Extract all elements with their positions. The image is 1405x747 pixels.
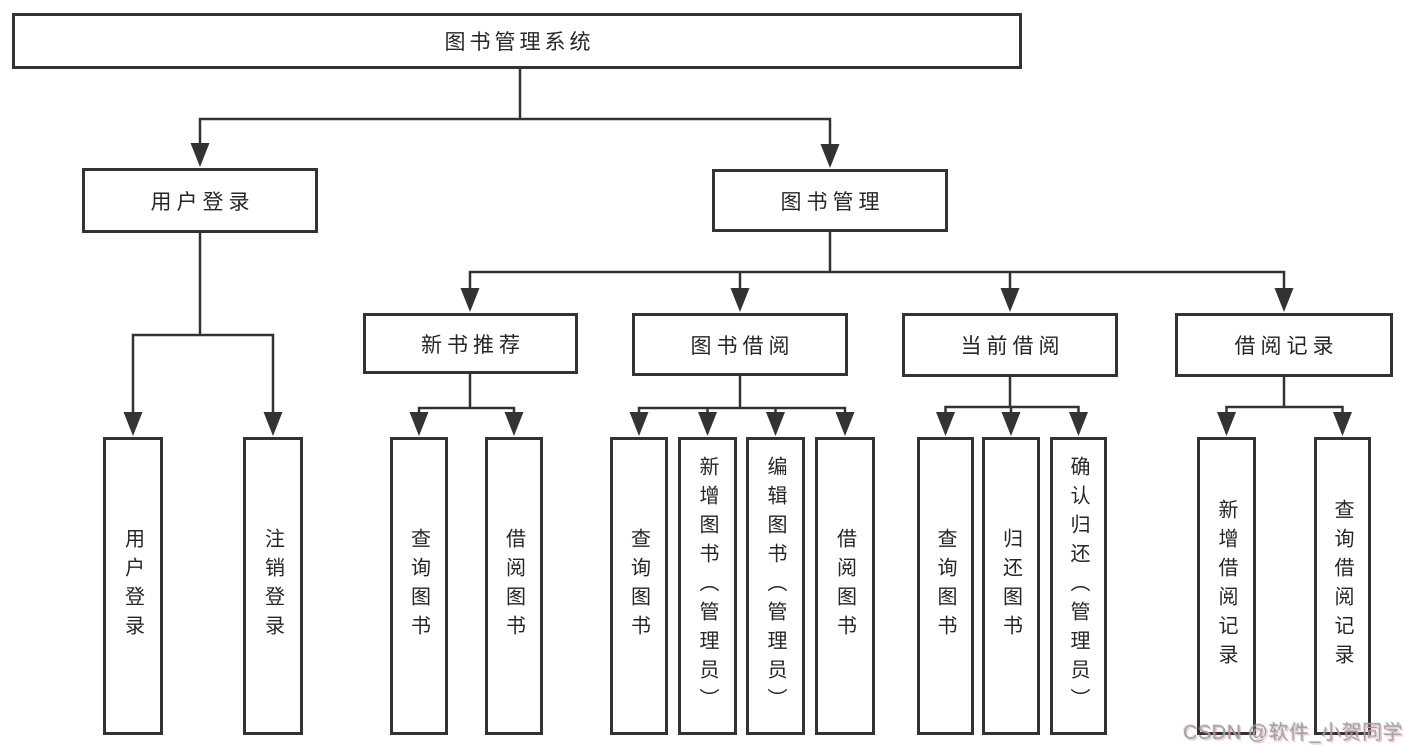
arrowhead [936, 412, 955, 436]
arrowhead [460, 288, 480, 312]
leaf-add-books-admin: 新增图书（管理员） [678, 437, 737, 735]
leaf-borrow-books-recommend-label: 借阅图书 [502, 528, 525, 644]
leaf-query-borrow-record-label: 查询借阅记录 [1331, 499, 1353, 673]
node-book-borrow-label: 图书借阅 [690, 334, 795, 358]
node-book-management: 图书管理 [712, 169, 948, 232]
node-current-borrow-label: 当前借阅 [960, 335, 1065, 358]
arrowhead [1069, 412, 1088, 436]
leaf-edit-books-admin: 编辑图书（管理员） [746, 437, 805, 735]
node-book-borrow: 图书借阅 [632, 313, 848, 376]
leaf-confirm-return-admin: 确认归还（管理员） [1050, 437, 1107, 735]
arrowhead [190, 143, 210, 167]
leaf-query-books-recommend-label: 查询图书 [407, 528, 430, 644]
leaf-return-books-label: 归还图书 [999, 528, 1022, 644]
node-new-book-recommend-label: 新书推荐 [421, 333, 525, 357]
arrowhead [629, 412, 649, 436]
node-user-login: 用户登录 [82, 168, 318, 233]
leaf-add-books-admin-label: 新增图书（管理员） [696, 455, 718, 717]
arrowhead [1000, 288, 1020, 312]
leaf-query-books-current: 查询图书 [917, 437, 974, 735]
arrowhead [1333, 412, 1352, 436]
arrowhead [820, 144, 840, 168]
arrowhead [504, 412, 524, 436]
leaf-logout: 注销登录 [243, 437, 303, 735]
watermark: CSDN @软件_小贺同学 [1183, 722, 1404, 744]
leaf-confirm-return-admin-label: 确认归还（管理员） [1067, 455, 1089, 717]
leaf-user-login: 用户登录 [103, 437, 163, 735]
leaf-query-books-current-label: 查询图书 [934, 528, 956, 644]
arrowhead [766, 412, 785, 436]
leaf-borrow-books-recommend: 借阅图书 [485, 437, 543, 735]
leaf-user-login-label: 用户登录 [121, 528, 144, 644]
arrowhead [123, 412, 143, 436]
leaf-add-borrow-record: 新增借阅记录 [1197, 437, 1256, 735]
node-borrow-records-label: 借阅记录 [1234, 335, 1339, 358]
arrowhead [835, 412, 855, 436]
arrowhead [1274, 288, 1294, 312]
node-borrow-records: 借阅记录 [1175, 313, 1393, 377]
leaf-query-books-borrow-label: 查询图书 [627, 528, 650, 644]
leaf-query-books-recommend: 查询图书 [390, 437, 448, 735]
leaf-add-borrow-record-label: 新增借阅记录 [1215, 499, 1237, 673]
leaf-borrow-books: 借阅图书 [815, 437, 875, 735]
arrowhead [1001, 412, 1021, 436]
node-new-book-recommend: 新书推荐 [363, 313, 578, 374]
leaf-return-books: 归还图书 [982, 437, 1040, 735]
leaf-logout-label: 注销登录 [261, 528, 284, 644]
arrowhead [730, 288, 750, 312]
node-current-borrow: 当前借阅 [902, 313, 1118, 377]
leaf-query-borrow-record: 查询借阅记录 [1314, 437, 1371, 735]
node-book-management-label: 图书管理 [780, 190, 885, 214]
leaf-edit-books-admin-label: 编辑图书（管理员） [764, 455, 786, 717]
node-root-label: 图书管理系统 [444, 31, 595, 54]
node-root-system: 图书管理系统 [12, 13, 1022, 69]
node-user-login-label: 用户登录 [150, 190, 255, 214]
arrowhead [698, 412, 717, 436]
arrowhead [409, 412, 429, 436]
leaf-query-books-borrow: 查询图书 [610, 437, 668, 735]
arrowhead [1217, 412, 1236, 436]
leaf-borrow-books-label: 借阅图书 [833, 528, 856, 644]
arrowhead [263, 412, 283, 436]
